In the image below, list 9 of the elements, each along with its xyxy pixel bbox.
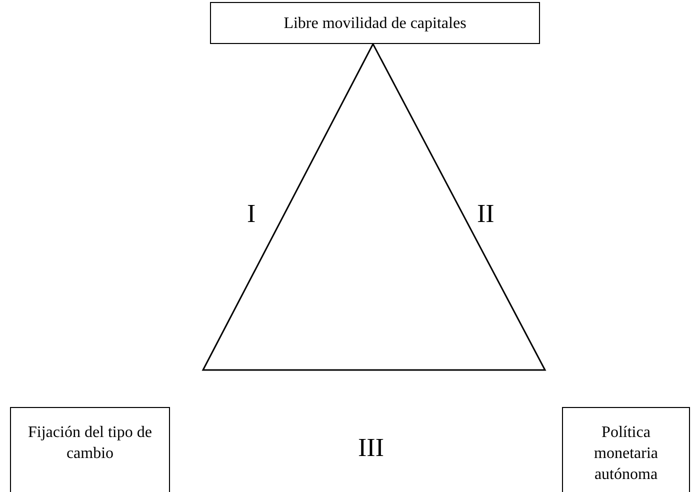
- side-label: III: [358, 434, 384, 462]
- box-text: Fijación del tipo de cambio: [27, 423, 153, 464]
- box-text: Política monetaria autónoma: [593, 423, 659, 485]
- concept-box: [562, 407, 690, 492]
- concept-box: [210, 2, 540, 44]
- side-label: I: [247, 200, 256, 228]
- box-text: Libre movilidad de capitales: [284, 14, 466, 34]
- side-label: II: [477, 200, 494, 228]
- concept-box: [10, 407, 170, 492]
